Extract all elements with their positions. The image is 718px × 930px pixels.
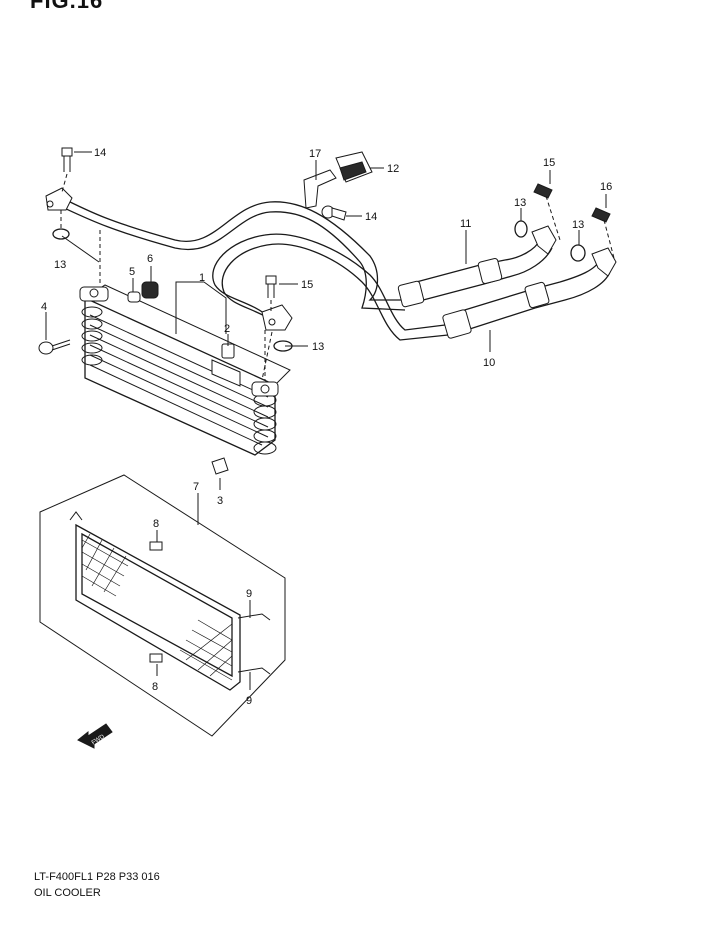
callout-6: 6 xyxy=(147,253,153,265)
callout-17: 14 xyxy=(365,211,377,223)
bolt-4[interactable] xyxy=(38,339,71,355)
callout-3: 3 xyxy=(217,495,223,507)
collar-5[interactable] xyxy=(127,291,141,303)
callout-4: 4 xyxy=(41,301,47,313)
callout-9-lower: 9 xyxy=(246,695,252,707)
callout-12: 12 xyxy=(387,163,399,175)
callout-15-right: 16 xyxy=(600,181,612,193)
grommet-2[interactable] xyxy=(221,343,235,359)
callout-8-lower: 8 xyxy=(152,681,158,693)
bolt-17[interactable] xyxy=(321,205,347,221)
oil-hose-11[interactable] xyxy=(397,225,557,308)
o-ring-13-hose11[interactable] xyxy=(514,220,528,238)
callout-13-hose11: 13 xyxy=(514,197,526,209)
screen-guard-7[interactable] xyxy=(39,474,286,737)
callout-13-left: 13 xyxy=(54,259,66,271)
callout-16: 17 xyxy=(309,148,321,160)
callout-8-upper: 8 xyxy=(153,518,159,530)
cushion-8-upper[interactable] xyxy=(149,541,163,551)
footer-code: LT-F400FL1 P28 P33 016 xyxy=(34,871,160,883)
clip-3[interactable] xyxy=(211,457,229,475)
callout-10: 10 xyxy=(483,357,495,369)
hose-clamp-12[interactable] xyxy=(335,151,373,183)
callout-7: 7 xyxy=(193,481,199,493)
oil-pipe-upper[interactable] xyxy=(61,197,406,311)
footer-name: OIL COOLER xyxy=(34,887,101,899)
oil-hose-10[interactable] xyxy=(442,247,617,339)
oil-pipe-lower[interactable] xyxy=(212,233,449,341)
o-ring-13-left[interactable] xyxy=(52,210,70,240)
figure-title: FIG.16 xyxy=(30,0,104,13)
bolt-15-right[interactable] xyxy=(591,207,615,259)
callout-9-upper: 9 xyxy=(246,588,252,600)
callout-2: 2 xyxy=(224,323,230,335)
callout-15-left: 15 xyxy=(543,157,555,169)
callout-13-mid: 13 xyxy=(312,341,324,353)
pipe-fitting-mid[interactable] xyxy=(261,304,293,331)
cushion-8-lower[interactable] xyxy=(149,653,163,663)
pipe-fitting-left[interactable] xyxy=(45,187,73,211)
callout-5: 5 xyxy=(129,266,135,278)
bolt-14-top[interactable] xyxy=(61,147,73,193)
callout-14-top: 14 xyxy=(94,147,106,159)
o-ring-13-hose10[interactable] xyxy=(570,244,586,262)
callout-14-mid: 15 xyxy=(301,279,313,291)
bracket-16[interactable] xyxy=(303,169,337,209)
oil-cooler-core[interactable] xyxy=(79,284,291,456)
grommet-6[interactable] xyxy=(141,281,159,299)
callout-13-hose10: 13 xyxy=(572,219,584,231)
callout-1: 1 xyxy=(199,272,205,284)
callout-11: 11 xyxy=(460,218,471,230)
bolt-14-mid[interactable] xyxy=(265,275,277,314)
fwd-arrow-icon: FWD xyxy=(77,723,113,749)
bolt-15-left[interactable] xyxy=(533,183,561,241)
